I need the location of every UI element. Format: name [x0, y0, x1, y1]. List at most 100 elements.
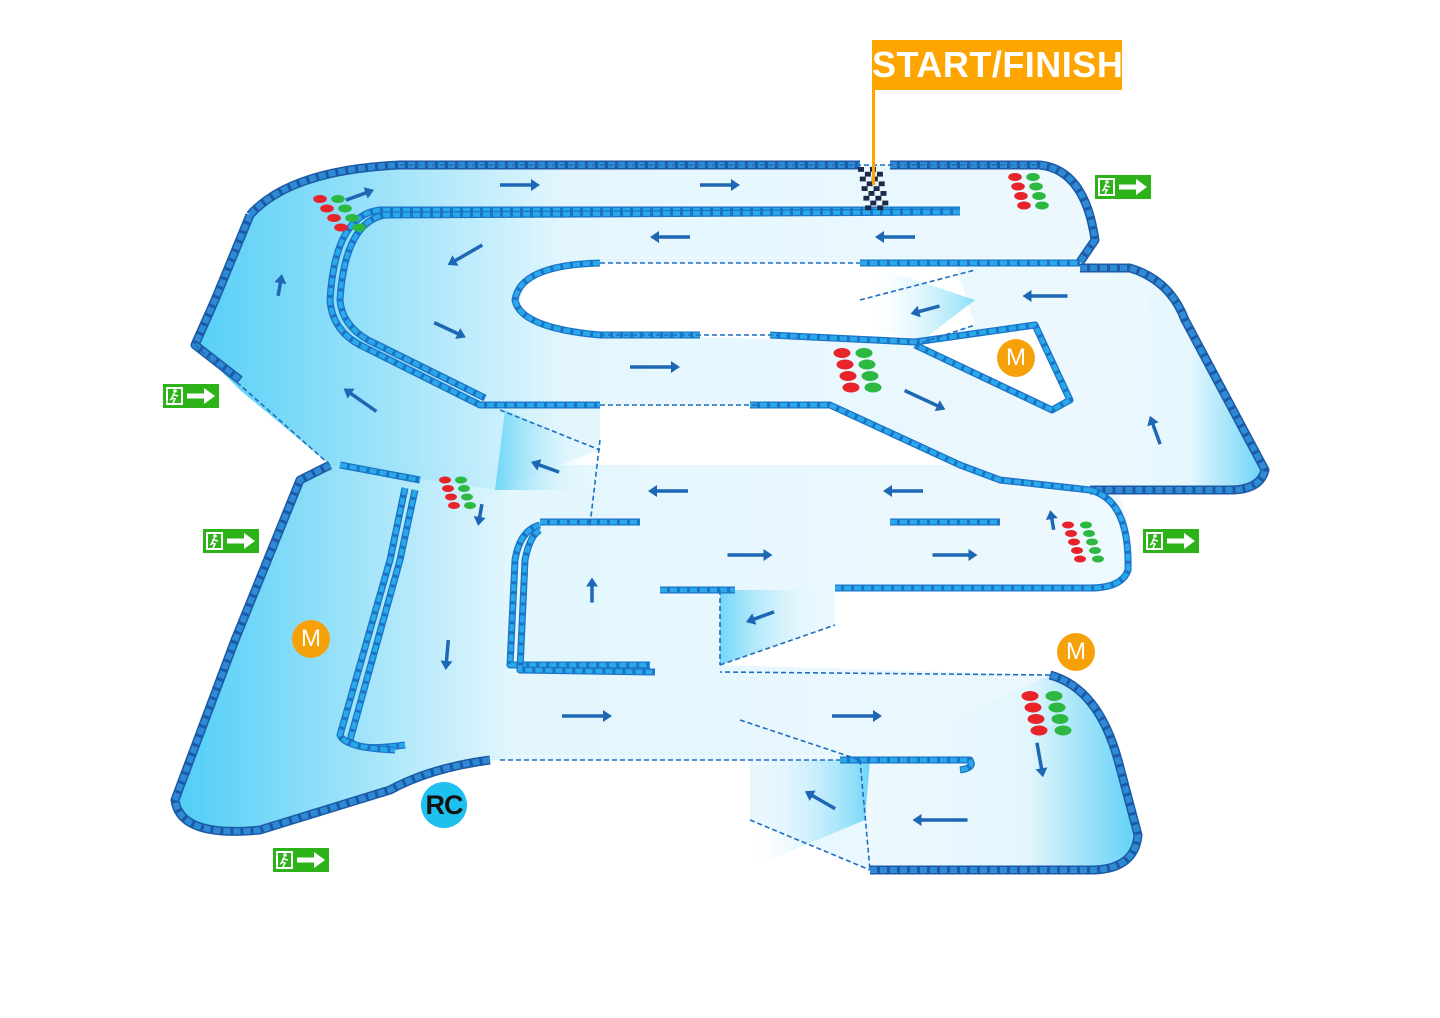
green-light	[1089, 547, 1101, 554]
green-light	[458, 485, 470, 492]
green-light	[464, 502, 476, 509]
red-light	[313, 195, 327, 203]
checker-square	[876, 171, 883, 177]
direction-arrow-icon	[562, 710, 612, 722]
track-edge-line	[194, 344, 331, 466]
green-light	[1045, 691, 1063, 701]
barrier-outline	[1080, 263, 1270, 495]
green-light	[338, 204, 352, 213]
start-lights	[313, 173, 1104, 736]
upper-ramp	[495, 410, 600, 490]
green-light	[855, 348, 873, 358]
red-light	[833, 348, 851, 358]
red-light	[334, 223, 348, 232]
red-light	[1011, 182, 1025, 191]
direction-arrow-icon	[875, 231, 915, 243]
checker-square	[863, 195, 870, 201]
checker-square	[878, 181, 885, 187]
green-light	[1080, 521, 1092, 529]
direction-arrow-icon	[804, 790, 837, 811]
red-light	[1071, 547, 1083, 554]
lower-ramp	[720, 590, 835, 665]
tire-beads	[870, 672, 1141, 873]
checker-square	[875, 195, 882, 201]
tire-beads	[835, 487, 1131, 591]
tire-beads	[769, 322, 1073, 413]
green-light	[1051, 714, 1069, 724]
red-light	[442, 485, 454, 492]
direction-arrow-icon	[473, 503, 486, 526]
barrier-outline	[511, 259, 700, 339]
red-light	[839, 371, 857, 381]
green-light	[864, 382, 882, 393]
direction-arrow-icon	[530, 459, 560, 474]
direction-arrow-icon	[883, 485, 923, 497]
checker-square	[861, 186, 868, 191]
green-light	[1035, 201, 1049, 210]
upper-level	[195, 165, 1265, 490]
race-control-marker: RC	[421, 782, 467, 828]
track-edge-line	[719, 671, 1051, 676]
direction-arrow-icon	[910, 304, 940, 318]
upper-right-shading	[1080, 262, 1265, 490]
marshal-marker: M	[1057, 633, 1095, 671]
red-light	[1074, 555, 1086, 563]
tire-beads	[890, 162, 1098, 264]
track-edge-line	[749, 819, 871, 871]
green-light	[1086, 538, 1098, 546]
checker-square	[873, 186, 880, 191]
direction-arrows	[274, 179, 1162, 826]
red-light	[1021, 691, 1039, 701]
checker-square	[859, 176, 866, 182]
tire-beads	[247, 162, 860, 218]
marshal-marker: M	[292, 620, 330, 658]
direction-arrow-icon	[912, 814, 968, 826]
direction-arrow-icon	[727, 549, 773, 561]
direction-arrow-icon	[447, 243, 484, 266]
green-light	[352, 223, 366, 232]
green-light	[331, 195, 345, 203]
tire-beads	[172, 462, 491, 835]
direction-arrow-icon	[1147, 415, 1162, 445]
green-light	[461, 493, 473, 501]
direction-arrow-icon	[648, 485, 688, 497]
checker-square	[858, 167, 864, 172]
red-light	[439, 476, 451, 484]
direction-arrow-icon	[343, 388, 378, 413]
tire-beads	[192, 213, 253, 383]
direction-arrow-icon	[1045, 510, 1058, 531]
lower-ramp-2	[745, 760, 870, 870]
checker-square	[864, 171, 871, 177]
checker-square	[866, 181, 873, 187]
red-light	[320, 204, 334, 213]
direction-arrow-icon	[500, 179, 540, 191]
direction-arrow-icon	[274, 274, 287, 297]
checker-square	[865, 205, 872, 211]
track-edge-line	[859, 759, 871, 871]
direction-arrow-icon	[433, 321, 466, 340]
red-light	[1062, 521, 1074, 529]
red-light	[1065, 530, 1077, 537]
red-light	[1027, 714, 1045, 724]
red-light	[1008, 173, 1022, 181]
red-light	[448, 502, 460, 509]
green-light	[455, 476, 467, 484]
red-light	[327, 214, 341, 222]
red-light	[445, 493, 457, 501]
tire-beads	[840, 757, 974, 773]
green-light	[1083, 530, 1095, 537]
direction-arrow-icon	[630, 361, 680, 373]
emergency-exit-sign	[163, 384, 219, 408]
green-light	[861, 371, 879, 381]
emergency-exit-sign	[1095, 175, 1151, 199]
direction-arrow-icon	[440, 639, 453, 670]
marshal-marker: M	[997, 339, 1035, 377]
tire-beads	[750, 402, 1091, 493]
track-edge-line	[589, 439, 601, 526]
checker-square	[882, 200, 889, 206]
track-edges	[194, 164, 1051, 871]
direction-arrow-icon	[903, 388, 946, 412]
green-light	[345, 214, 359, 222]
direction-arrow-icon	[650, 231, 690, 243]
emergency-exit-sign	[203, 529, 259, 553]
